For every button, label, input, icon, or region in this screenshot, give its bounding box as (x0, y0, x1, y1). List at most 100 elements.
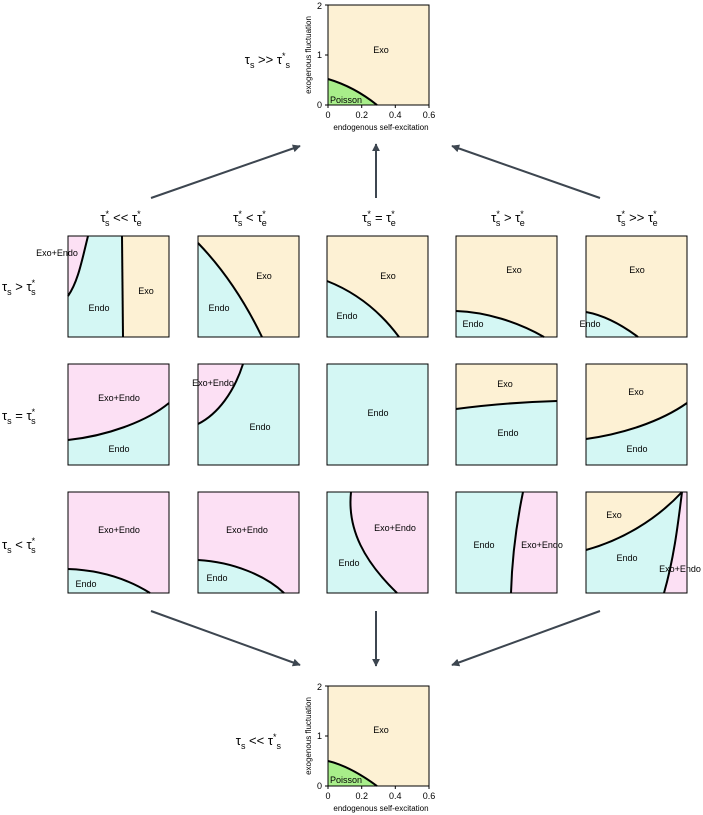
x-tick-label: 0 (325, 110, 330, 120)
panel-frame (455, 491, 558, 594)
panel-r2-c5 (585, 363, 688, 466)
region-label: Exo+Endo (374, 523, 416, 533)
region-label: Exo+Endo (521, 540, 563, 550)
endo-region (456, 311, 544, 337)
panel-r2-c1 (67, 363, 170, 466)
row-headers: τs > τ*s τs = τ*s τs < τ*s (2, 278, 36, 555)
exo-region-label: Exo (373, 45, 389, 55)
endo-region (198, 560, 284, 593)
row-header: τs = τ*s (2, 407, 36, 426)
arrow-up-right (451, 144, 601, 199)
phase-boundary (663, 491, 683, 594)
exo-region (456, 364, 557, 409)
region-label: Exo (138, 286, 154, 296)
phase-boundary (327, 760, 378, 787)
axis-ticks (325, 4, 430, 108)
region-label: Endo (338, 558, 359, 568)
panel-r1-c4 (455, 235, 558, 338)
phase-boundary (510, 491, 524, 594)
column-header: τ*s > τ*e (491, 209, 525, 228)
condition-label: τs << τ*s (236, 732, 282, 751)
poisson-region-label: Poisson (330, 775, 362, 785)
panel-r3-c3 (326, 491, 429, 594)
phase-boundary (121, 235, 124, 338)
endo-region (327, 281, 399, 337)
region-labels: Exo+Endo Endo Exo Endo Exo Endo Exo Exo … (36, 248, 701, 589)
region-label: Exo+Endo (226, 525, 268, 535)
endo-region (327, 492, 397, 593)
x-axis-label: endogenous self-excitation (333, 123, 428, 132)
exo-endo-region (511, 492, 557, 593)
panel-frame (67, 235, 170, 338)
panel-frame (326, 363, 429, 466)
region-label: Exo (629, 265, 645, 275)
row-header: τs > τ*s (2, 278, 36, 297)
panel-r2-c4 (455, 363, 558, 466)
phase-boundary (585, 491, 683, 551)
column-header: τ*s >> τ*e (616, 209, 657, 228)
panel-r3-c4 (455, 491, 558, 594)
exo-endo-region (198, 364, 243, 424)
phase-boundary (67, 568, 151, 594)
phase-boundary (67, 402, 170, 441)
panel-r1-c2 (197, 235, 300, 338)
arrow-down-left (150, 610, 301, 667)
panel-r1-c1 (67, 235, 170, 338)
region-label: Endo (579, 319, 600, 329)
phase-boundary (67, 235, 89, 297)
panel-frame (326, 235, 429, 338)
panel-r3-c1 (67, 491, 170, 594)
region-label: Endo (336, 311, 357, 321)
region-label: Endo (88, 303, 109, 313)
region-label: Endo (497, 428, 518, 438)
x-tick-label: 0.4 (389, 110, 402, 120)
phase-boundary (585, 402, 688, 440)
endo-region (586, 312, 638, 337)
region-label: Exo (628, 387, 644, 397)
arrow-up-left (150, 144, 301, 199)
panel-frame (585, 363, 688, 466)
region-label: Endo (616, 553, 637, 563)
phase-boundary (455, 400, 558, 410)
panel-frame (197, 235, 300, 338)
y-axis-label: exogenous fluctuation (304, 697, 313, 775)
panel-frame (455, 235, 558, 338)
region-label: Exo (256, 271, 272, 281)
column-header: τ*s < τ*e (233, 209, 267, 228)
panel-r1-c5 (585, 235, 688, 338)
x-axis-label: endogenous self-excitation (333, 804, 428, 813)
x-tick-label: 0.6 (423, 110, 436, 120)
region-label: Exo (506, 265, 522, 275)
exo-region (586, 364, 687, 439)
phase-boundary (326, 280, 400, 338)
panel-frame (455, 363, 558, 466)
column-header: τ*s << τ*e (100, 209, 141, 228)
axis-ticks (325, 685, 430, 789)
panel-r3-c2 (197, 491, 300, 594)
phase-boundary (455, 310, 545, 338)
y-tick-label: 2 (317, 682, 322, 692)
region-label: Endo (249, 422, 270, 432)
poisson-region-label: Poisson (330, 95, 362, 105)
region-label: Endo (462, 319, 483, 329)
region-label: Exo+Endo (98, 393, 140, 403)
y-tick-label: 0 (317, 781, 322, 791)
region-label: Exo+Endo (36, 248, 78, 258)
region-label: Exo+Endo (98, 525, 140, 535)
phase-boundary (585, 311, 639, 338)
region-label: Endo (208, 303, 229, 313)
x-tick-label: 0.2 (355, 791, 368, 801)
exo-region (122, 236, 169, 337)
bottom-phase-plot: Exo Poisson 0 0.2 0.4 0.6 0 1 2 endogeno… (236, 682, 435, 813)
panel-r3-c5 (585, 491, 688, 594)
panel-r2-c2 (197, 363, 300, 466)
exo-region (586, 492, 682, 550)
region-label: Exo (606, 510, 622, 520)
exo-endo-region (68, 236, 88, 296)
region-label: Endo (473, 540, 494, 550)
phase-boundary (197, 559, 285, 594)
region-label: Endo (626, 444, 647, 454)
region-label: Exo (380, 271, 396, 281)
transition-arrows (150, 143, 601, 667)
